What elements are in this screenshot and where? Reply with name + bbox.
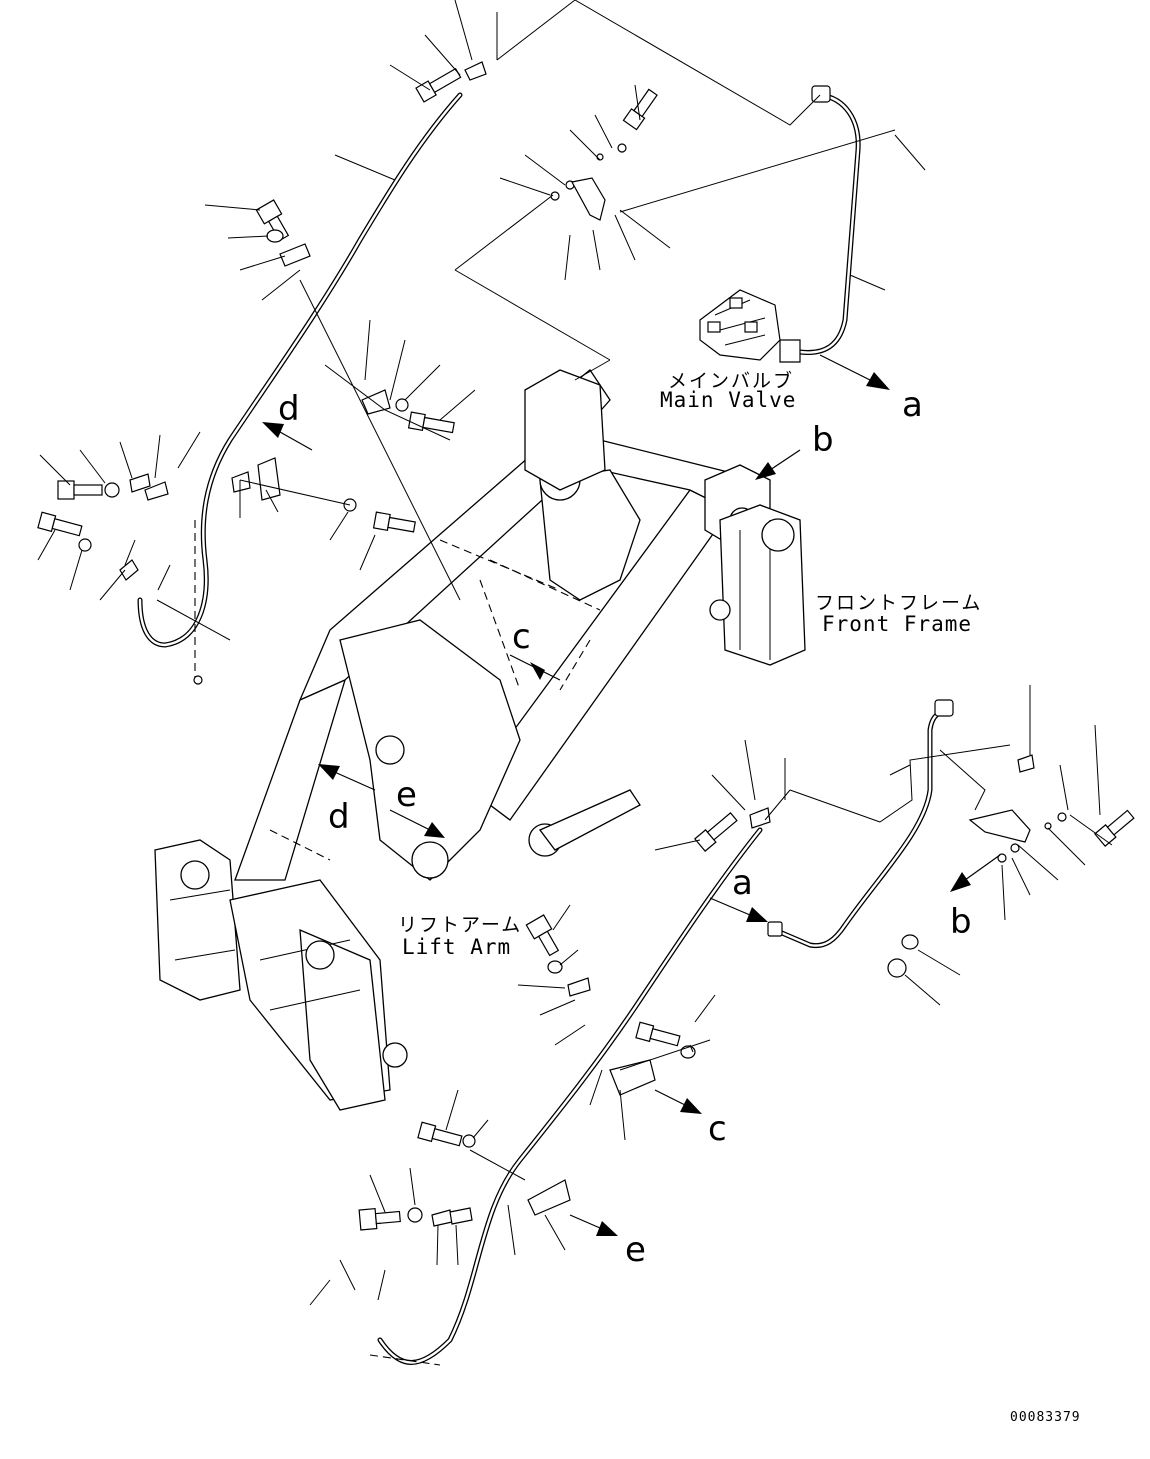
arrow-e-upper-head [424,822,445,838]
connector-letter-d-lower: d [328,797,350,837]
arrow-e-lower [569,1214,601,1229]
arrow-d-lower-head [318,764,340,780]
lower-right-hose [369,827,763,1366]
arrow-a-upper-head [866,372,890,390]
leader-lines [37,0,1113,1306]
lift-arm-label-en: Lift Arm [402,935,512,959]
front-frame-label-en: Front Frame [822,612,973,636]
connector-letter-d-upper: d [278,389,300,429]
front-frame-label-jp: フロントフレーム [815,592,983,614]
upper-left-hose [137,92,463,685]
arrow-b-upper [769,449,801,471]
arrow-b-upper-head [755,462,776,480]
connector-letter-c-lower: c [708,1109,727,1149]
lift-arm-label-jp: リフトアーム [398,914,523,936]
arrow-e-upper [389,809,431,831]
arrow-d-lower [329,769,376,791]
connector-letter-a-upper: a [902,385,923,425]
arrow-d-upper-head [262,422,284,438]
connector-letter-e-upper: e [396,775,417,815]
association-lines [156,0,1011,1181]
connector-letter-a-lower: a [732,863,753,903]
connector-letter-c-upper: c [512,617,531,657]
arrows [262,354,1001,1236]
lower-right-tube [767,699,954,949]
main-valve-tube [779,85,861,363]
arrow-b-lower [964,854,1001,881]
lift-arm-structure [154,369,806,1111]
document-number: 00083379 [1010,1410,1081,1425]
arrow-a-upper [819,354,871,381]
connector-letter-e-lower: e [625,1230,646,1270]
bolt-parts [37,67,1135,1231]
arrow-c-lower-head [680,1098,702,1114]
arrow-c-lower [654,1089,686,1106]
washer-parts [78,143,1067,1223]
main-valve-label-en: Main Valve [660,388,797,412]
clamp-parts [119,61,1035,1227]
connector-letter-b-lower: b [950,902,972,942]
connector-letter-b-upper: b [812,420,834,460]
main-valve-label-jp: メインバルブ [668,370,795,392]
arrow-e-lower-head [596,1221,618,1236]
arrow-a-lower [709,897,751,916]
arrow-b-lower-head [950,872,971,892]
arrow-d-upper [279,431,313,451]
main-valve-block [699,289,781,361]
arrow-a-lower-head [746,907,768,922]
